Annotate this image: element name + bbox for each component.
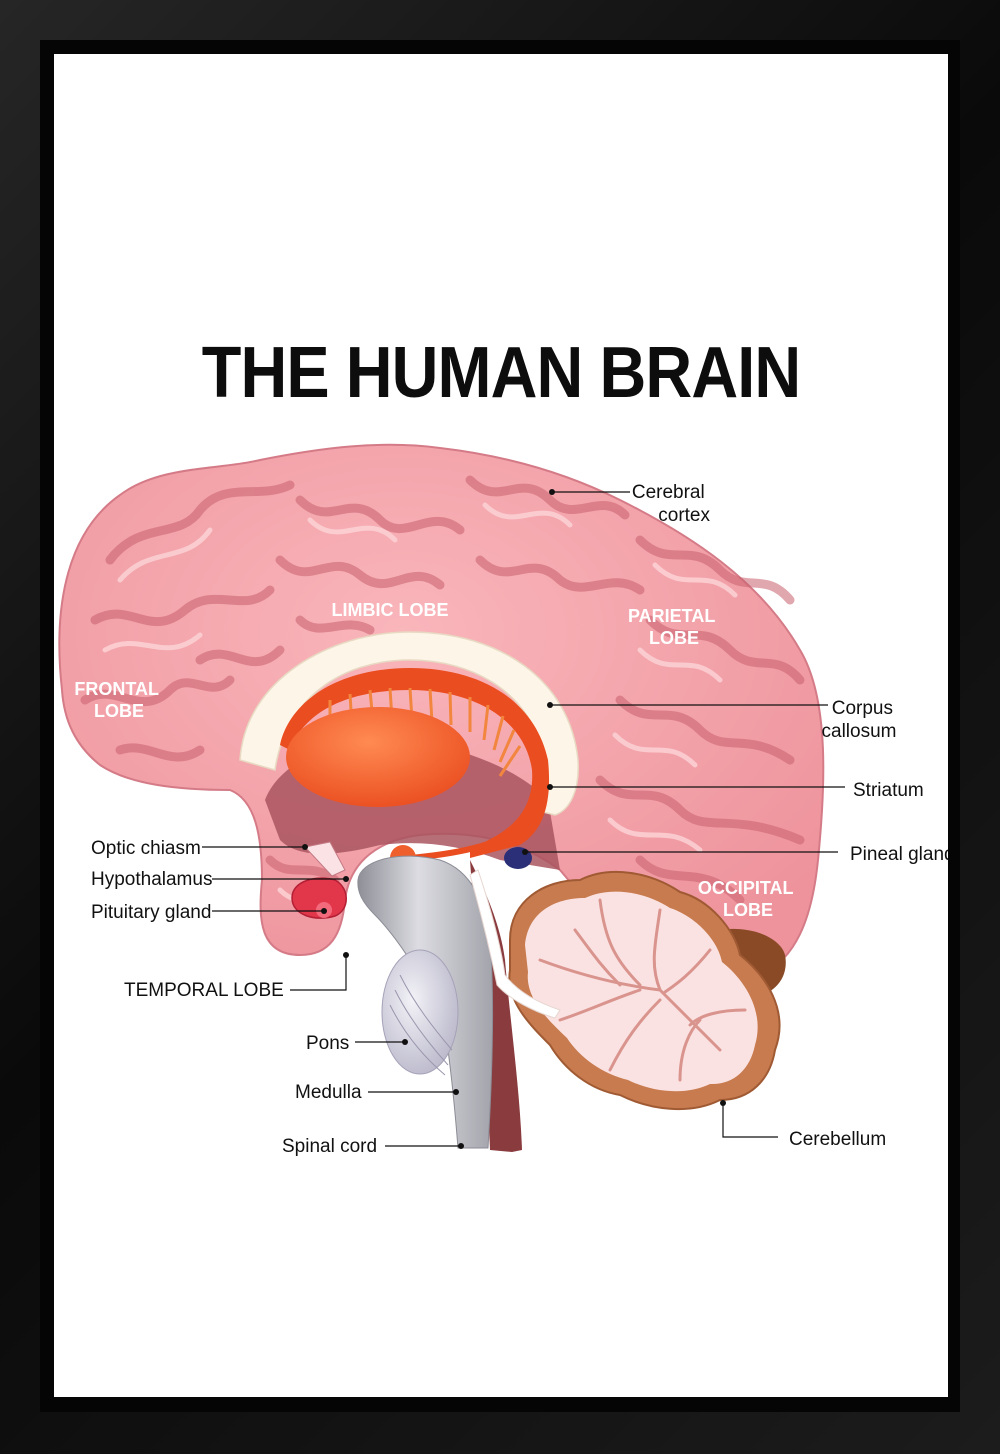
svg-text:Spinal cord: Spinal cord: [282, 1136, 377, 1157]
brain-diagram: FRONTAL LOBE LIMBIC LOBE PARIETAL LOBE O…: [58, 443, 948, 1157]
svg-text:Optic chiasm: Optic chiasm: [91, 838, 201, 859]
svg-text:Medulla: Medulla: [295, 1082, 362, 1103]
pineal-gland-shape: [504, 847, 532, 869]
label-pituitary-gland: Pituitary gland: [91, 902, 327, 923]
corpus-callosum: [239, 631, 579, 816]
svg-text:Pineal gland: Pineal gland: [850, 844, 948, 865]
svg-text:Cerebellum: Cerebellum: [789, 1129, 886, 1150]
svg-text:Corpus callosum: Corpus callosum: [822, 698, 899, 742]
pons-shape: [381, 949, 459, 1075]
svg-text:Cerebral cortex: Cerebral cortex: [632, 482, 711, 526]
limbic-lobe-label: LIMBIC LOBE: [332, 600, 449, 620]
label-medulla: Medulla: [295, 1082, 459, 1103]
label-cerebral-cortex: Cerebral cortex: [549, 482, 710, 526]
label-pineal-gland: Pineal gland: [522, 844, 948, 865]
cerebrum: [58, 443, 825, 982]
parietal-lobe-label: PARIETAL LOBE: [628, 606, 720, 648]
label-cerebellum: Cerebellum: [720, 1100, 886, 1150]
occipital-lobe-label: OCCIPITAL LOBE: [698, 878, 798, 920]
thalamus: [286, 707, 470, 807]
svg-text:Pons: Pons: [306, 1033, 349, 1054]
fornix: [409, 798, 543, 861]
label-corpus-callosum: Corpus callosum: [547, 698, 899, 742]
cerebellum-shape: [469, 869, 786, 1110]
gyri-pattern: [80, 475, 805, 913]
label-optic-chiasm: Optic chiasm: [91, 838, 308, 859]
optic-chiasm-shape: [304, 841, 346, 877]
svg-text:TEMPORAL LOBE: TEMPORAL LOBE: [124, 980, 284, 1001]
poster-title: THE HUMAN BRAIN: [201, 333, 801, 413]
pituitary-gland-shape: [291, 877, 347, 919]
striatum: [280, 668, 550, 858]
label-hypothalamus: Hypothalamus: [91, 869, 349, 890]
poster: THE HUMAN BRAIN: [54, 54, 948, 1397]
svg-text:Striatum: Striatum: [853, 780, 924, 801]
svg-text:Hypothalamus: Hypothalamus: [91, 869, 212, 890]
label-temporal-lobe: TEMPORAL LOBE: [124, 952, 349, 1001]
svg-text:Pituitary gland: Pituitary gland: [91, 902, 211, 923]
label-spinal-cord: Spinal cord: [282, 1136, 464, 1157]
brainstem: [357, 855, 522, 1152]
label-striatum: Striatum: [547, 780, 924, 801]
frontal-lobe-label: FRONTAL LOBE: [74, 679, 163, 721]
label-pons: Pons: [306, 1033, 408, 1054]
